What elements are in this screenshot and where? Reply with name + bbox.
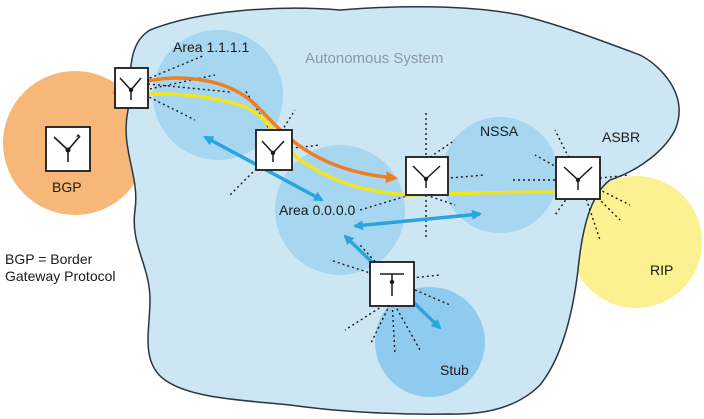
router-asbr: [555, 156, 601, 200]
rip-region: [570, 176, 702, 308]
bgp-note-line2: Gateway Protocol: [5, 268, 116, 284]
rip-label: RIP: [650, 262, 673, 278]
blue-arrow-backbone-nssa: [353, 209, 482, 231]
router-area-border-1: [114, 67, 149, 109]
nssa-region: [442, 117, 558, 233]
router-area-border-2: [255, 129, 293, 171]
router-bgp: [45, 126, 91, 172]
stub-label: Stub: [440, 362, 469, 378]
bgp-note-line1: BGP = Border: [5, 251, 93, 267]
bgp-label: BGP: [52, 179, 82, 195]
autonomous-system-label: Autonomous System: [305, 50, 443, 67]
router-stub-border: [369, 261, 415, 307]
nssa-label: NSSA: [480, 123, 519, 139]
router-area-border-nssa: [405, 156, 449, 196]
asbr-label: ASBR: [602, 129, 640, 145]
area-1111-label: Area 1.1.1.1: [173, 39, 249, 55]
orange-route: [112, 76, 398, 184]
backbone-area-label: Area 0.0.0.0: [279, 202, 355, 218]
